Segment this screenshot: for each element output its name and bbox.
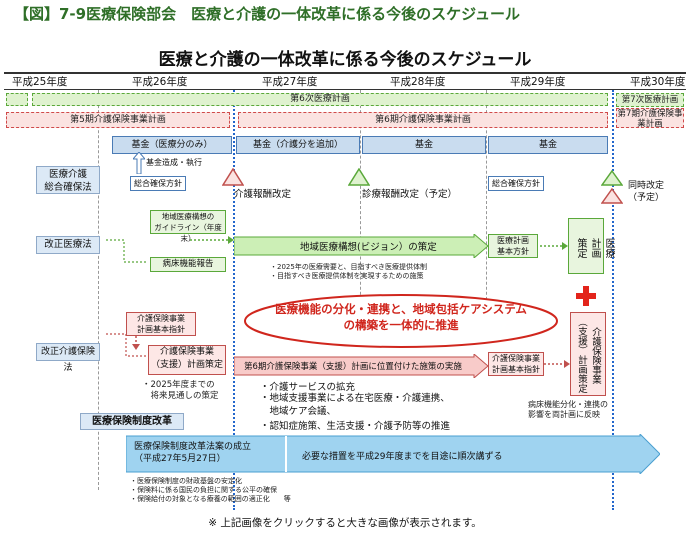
year-h27: 平成27年度	[262, 76, 318, 88]
kaigo-plan-6-bar: 第6期介護保険事業計画	[238, 112, 608, 128]
kaigo-plan-formulation-2-text: 介護保険事業 （支援）計画策定	[576, 317, 601, 393]
vision-arrow-icon	[234, 234, 488, 258]
insurance-reform-label: 医療保険制度改革	[80, 413, 184, 430]
year-h26: 平成26年度	[132, 76, 188, 88]
year-h30: 平成30年度	[630, 76, 686, 88]
kaigo6-arrow-icon	[234, 354, 488, 378]
year-divider	[360, 90, 361, 320]
sogo-policy-1: 総合確保方針	[130, 176, 186, 191]
center-ellipse	[244, 294, 558, 348]
row-label-kaigo: 改正介護保険法	[36, 343, 100, 373]
kaigo-fee-revision: 介護報酬改定	[234, 189, 292, 200]
plan-arrow-icon	[540, 242, 568, 250]
sogo-policy-2: 総合確保方針	[488, 176, 544, 191]
kaigo-plan-arrow-icon	[544, 360, 570, 368]
kaigo-plan-7-bar: 第7期介護保険事業計画	[616, 108, 684, 129]
red-cross-icon	[576, 286, 596, 306]
down-arrow-icon	[132, 336, 140, 350]
kaigo-guideline-2: 介護保険事業 計画基本指針	[488, 352, 544, 376]
kaigo-guideline-1: 介護保険事業 計画基本指針	[126, 312, 196, 336]
kaigo-plan-formulation-2: 介護保険事業 （支援）計画策定	[570, 312, 606, 396]
kaigo-plan-5-bar: 第5期介護保険事業計画	[6, 112, 230, 128]
year-divider	[98, 90, 99, 490]
insurance-reform-arrow-icon	[126, 434, 660, 474]
insurance-note-1: ・医療保険制度の財政基盤の安定化	[130, 477, 242, 485]
kaigo-outlook: ・2025年度までの 将来見通しの策定	[142, 380, 219, 401]
year-h29: 平成29年度	[510, 76, 566, 88]
timeline-top-line	[4, 72, 686, 74]
medical-fee-revision: 診療報酬改定（予定）	[362, 189, 458, 200]
vision-note-1: ・2025年の医療需要と、目指すべき医療提供体制	[270, 263, 428, 271]
medical-plan-7-bar: 第7次医療計画	[616, 93, 684, 107]
year-divider	[486, 90, 487, 320]
guideline-arrow-icon	[190, 236, 234, 244]
kaigo-item-2: ・地域支援事業による在宅医療・介護連携、 地域ケア会議、	[260, 393, 450, 417]
center-text: 医療機能の分化・連携と、地域包括ケアシステム の構築を一体的に推進	[275, 302, 527, 332]
fund-sub-label: 基金造成・執行	[146, 158, 202, 167]
insurance-reform-enacted: 医療保険制度改革法案の成立 （平成27年5月27日）	[134, 442, 252, 464]
bed-function-report: 病床機能報告	[150, 257, 226, 272]
row-label-iryo: 改正医療法	[36, 236, 100, 254]
up-arrow-icon	[133, 152, 145, 174]
year-divider-2018	[612, 90, 614, 510]
row-label-sogo: 医療介護 総合確保法	[36, 166, 100, 194]
year-divider-2015	[233, 90, 235, 510]
medical-fee-triangle-icon	[348, 168, 370, 186]
medical-plan-formulation: 医療 計画 策定	[568, 218, 614, 274]
timeline-bottom-line	[4, 89, 686, 90]
header-title: 【図】7-9医療保険部会 医療と介護の一体改革に係る今後のスケジュール	[14, 5, 521, 23]
diagram-title: 医療と介護の一体改革に係る今後のスケジュール	[158, 50, 532, 70]
bed-coordination-note: 病床機能分化・連携の 影響を両計画に反映	[528, 400, 608, 419]
fund-bar-2015: 基金（介護分を追加）	[236, 136, 360, 154]
simultaneous-revision: 同時改定 （予定）	[628, 181, 665, 203]
kaigo-connector-icon	[106, 333, 150, 357]
fund-bar-2014: 基金（医療分のみ）	[112, 136, 232, 154]
medical-plan-formulation-text: 医療 計画 策定	[575, 238, 614, 258]
kaigo-plan-formulation: 介護保険事業 （支援）計画策定	[148, 345, 226, 375]
kaigo-item-1: ・介護サービスの拡充	[260, 382, 356, 393]
fund-bar-2017: 基金	[488, 136, 608, 154]
fund-bar-2016: 基金	[362, 136, 486, 154]
insurance-reform-measures: 必要な措置を平成29年度までを目途に順次講ずる	[302, 452, 503, 462]
medical-plan-6-bar: 第6次医療計画	[32, 93, 608, 106]
bed-report-connector-icon	[106, 239, 148, 263]
kaigo-item-3: ・認知症施策、生活支援・介護予防等の推進	[260, 421, 451, 432]
vision-label: 地域医療構想(ビジョン）の策定	[300, 242, 437, 253]
year-h28: 平成28年度	[390, 76, 446, 88]
footer-note: ※ 上記画像をクリックすると大きな画像が表示されます。	[208, 517, 482, 529]
year-h25: 平成25年度	[12, 76, 68, 88]
insurance-note-2: ・保険料に係る国民の負担に関する公平の確保	[130, 486, 277, 494]
kaigo6-implementation: 第6期介護保険事業（支援）計画に位置付けた施策の実施	[244, 362, 462, 372]
insurance-note-3: ・保険給付の対象となる療養の範囲の適正化 等	[130, 495, 291, 503]
kaigo-fee-triangle-icon	[222, 168, 244, 186]
medical-plan-policy: 医療計画 基本方針	[488, 234, 538, 258]
vision-note-2: ・目指すべき医療提供体制を実現するための施策	[270, 272, 424, 280]
plan6-stub	[6, 93, 28, 106]
simultaneous-revision-triangles-icon	[601, 170, 623, 204]
guideline-box: 地域医療構想の ガイドライン（年度末）	[150, 210, 226, 243]
